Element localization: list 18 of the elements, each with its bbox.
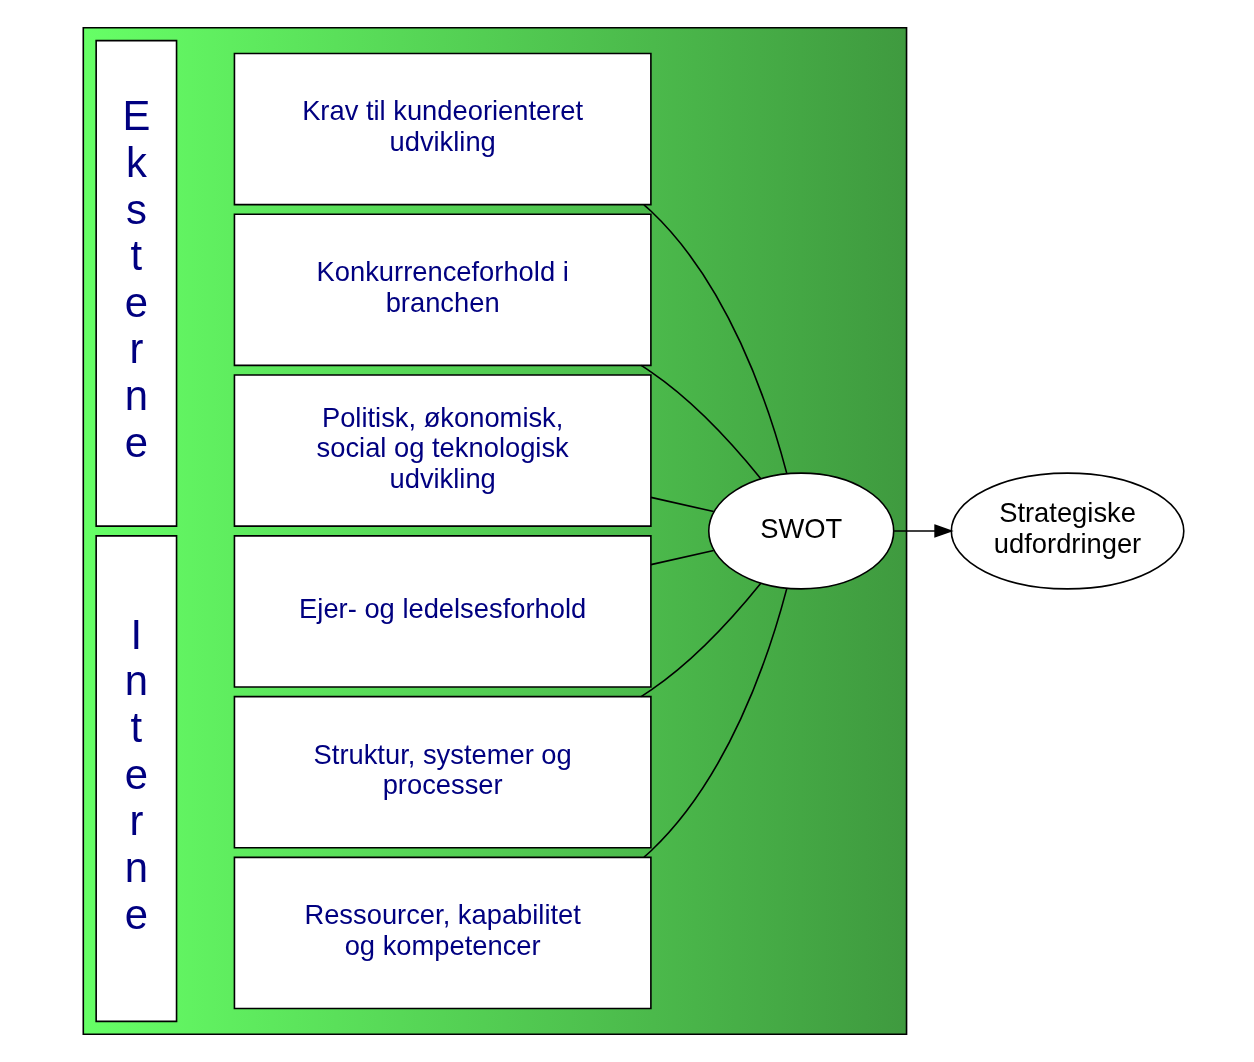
connector (643, 587, 788, 858)
connector (640, 582, 762, 698)
node-box: Struktur, systemer og processer (233, 695, 652, 849)
connector (650, 549, 715, 566)
node-ellipse: Strategiske udfordringer (950, 472, 1185, 590)
connector (643, 204, 788, 475)
node-box: Krav til kundeorienteret udvikling (233, 52, 652, 206)
node-box: Interne (95, 535, 178, 1023)
node-ellipse: SWOT (707, 472, 895, 590)
node-box: Eksterne (95, 39, 178, 527)
node-box: Ressourcer, kapabilitet og kompetencer (233, 856, 652, 1010)
node-box: Ejer- og ledelsesforhold (233, 535, 652, 688)
arrow (893, 524, 954, 538)
node-box: Konkurrenceforhold i branchen (233, 213, 652, 367)
cluster (82, 26, 908, 1036)
connector (640, 364, 762, 480)
node-box: Politisk, økonomisk, social og teknologisk udvikling (233, 374, 652, 527)
connector (650, 496, 715, 513)
